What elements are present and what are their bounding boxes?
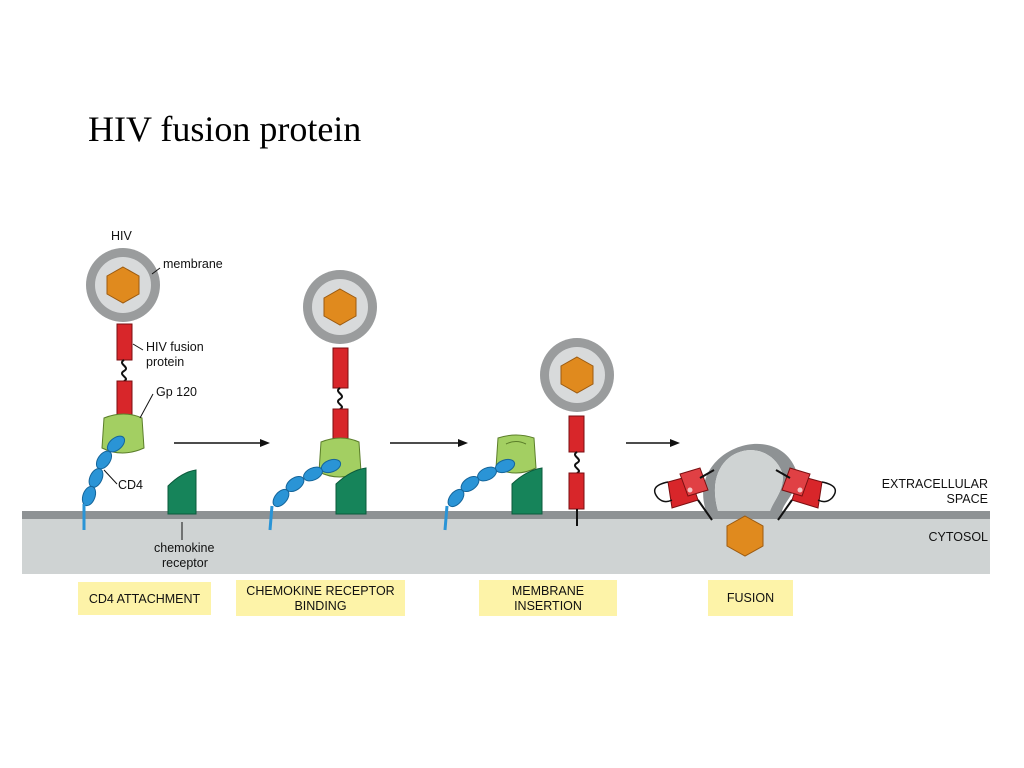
stage-box-3: MEMBRANE INSERTION <box>479 580 617 616</box>
fusion-complex-left <box>653 467 715 521</box>
label-hiv: HIV <box>111 229 133 243</box>
hiv-virion-3 <box>539 337 615 413</box>
chemokine-receptor-2 <box>335 467 367 515</box>
cytosol-region <box>22 516 990 574</box>
fusion-linker-3 <box>574 451 580 474</box>
stage-box-2: CHEMOKINE RECEPTOR BINDING <box>236 580 405 616</box>
fusion-linker-1 <box>121 359 127 382</box>
stage-1-graphic <box>79 247 197 530</box>
fusion-complex-right <box>775 467 837 521</box>
stage-box-4: FUSION <box>708 580 793 616</box>
stage-2-graphic <box>268 269 378 531</box>
label-membrane: membrane <box>163 257 223 271</box>
label-chemokine-2: receptor <box>162 556 208 570</box>
fusing-membrane <box>703 443 797 511</box>
label-cytosol: CYTOSOL <box>928 530 988 544</box>
fusion-protein-2b <box>332 408 349 442</box>
label-chemokine-1: chemokine <box>154 541 214 555</box>
label-extracellular-1: EXTRACELLULAR <box>882 477 988 491</box>
cd4-3 <box>443 456 517 531</box>
stage-3-label-2: INSERTION <box>514 599 582 613</box>
arrow-2 <box>390 439 468 447</box>
fusion-protein-3a <box>568 415 585 453</box>
label-fusion-protein-1: HIV fusion <box>146 340 204 354</box>
label-extracellular-2: SPACE <box>947 492 988 506</box>
hiv-virion-2 <box>302 269 378 345</box>
stage-4-graphic <box>653 443 837 557</box>
label-cd4: CD4 <box>118 478 143 492</box>
stage-2-label-1: CHEMOKINE RECEPTOR <box>246 584 394 598</box>
stage-3-label-1: MEMBRANE <box>512 584 584 598</box>
fusion-linker-2 <box>337 387 343 410</box>
fusion-protein-2a <box>332 347 349 389</box>
slide-title: HIV fusion protein <box>88 109 362 149</box>
arrow-1 <box>174 439 270 447</box>
stage-box-1: CD4 ATTACHMENT <box>78 582 211 615</box>
stage-3-graphic <box>443 337 615 531</box>
fusion-protein-3b <box>568 472 585 510</box>
hiv-virion-1 <box>85 247 161 323</box>
fusion-pore <box>714 450 783 511</box>
stage-1-label: CD4 ATTACHMENT <box>89 592 201 606</box>
fusion-protein-1a <box>116 323 133 361</box>
released-capsid <box>726 515 764 557</box>
arrow-3 <box>626 439 680 447</box>
chemokine-receptor-1 <box>167 469 197 515</box>
label-fusion-protein-2: protein <box>146 355 184 369</box>
stage-4-label: FUSION <box>727 591 774 605</box>
cd4-2 <box>268 456 343 531</box>
cd4-1 <box>79 432 129 530</box>
fusion-protein-1b <box>116 380 133 416</box>
label-gp120: Gp 120 <box>156 385 197 399</box>
cell-membrane <box>22 511 990 519</box>
stage-2-label-2: BINDING <box>294 599 346 613</box>
chemokine-receptor-3 <box>511 467 543 515</box>
